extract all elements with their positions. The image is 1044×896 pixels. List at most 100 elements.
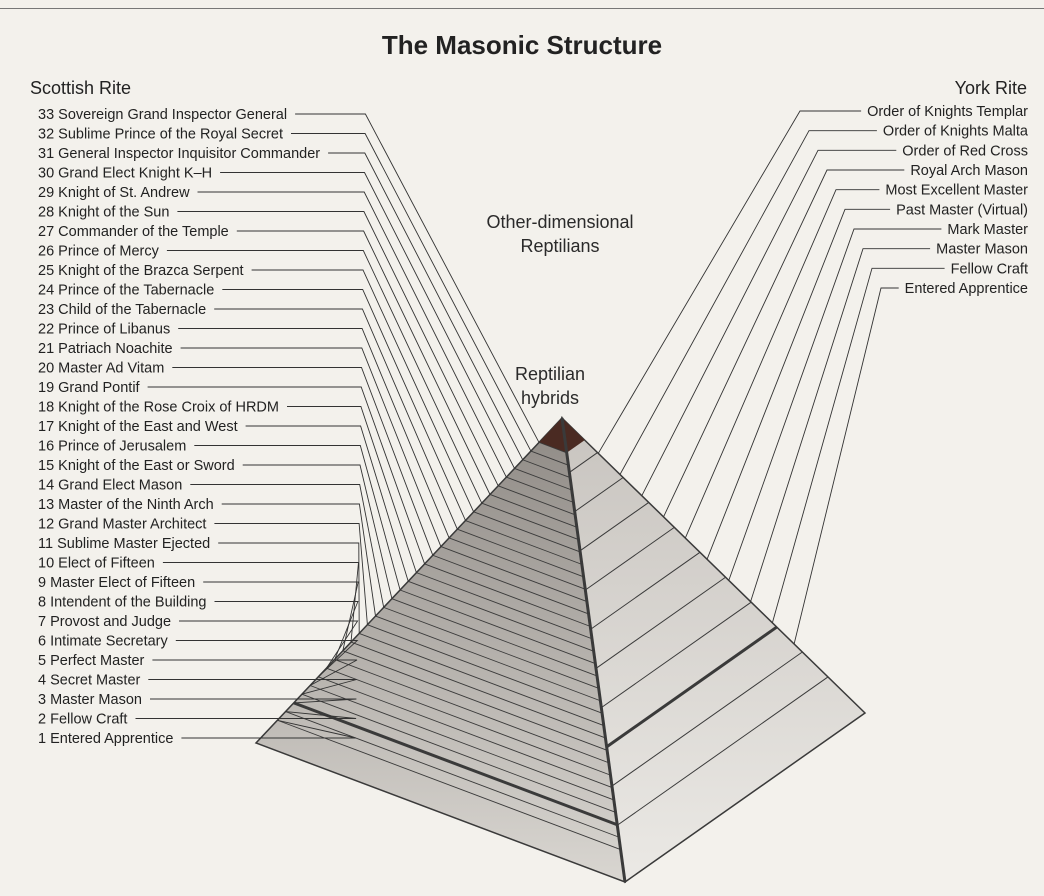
other-dimensional-line-1: Other-dimensional (486, 212, 634, 232)
top-rule (0, 8, 1044, 9)
scottish-leader-line (172, 367, 434, 556)
scottish-degree-label: 9 Master Elect of Fifteen (38, 575, 195, 591)
scottish-band-line (399, 589, 596, 664)
scottish-rite-heading: Scottish Rite (30, 78, 132, 98)
scottish-band-line (367, 624, 603, 714)
scottish-degree-label: 2 Fellow Craft (38, 712, 127, 728)
scottish-leader-line (221, 503, 376, 617)
scottish-band-line (301, 693, 616, 813)
pyramid-front-edge (560, 417, 627, 883)
scottish-leader-line (197, 191, 507, 478)
scottish-leader-line (218, 542, 360, 634)
scottish-band-line (350, 641, 606, 739)
york-degree-label: Royal Arch Mason (910, 163, 1028, 179)
scottish-degree-label: 32 Sublime Prince of the Royal Secret (38, 127, 283, 143)
scottish-leader-line (178, 328, 450, 539)
scottish-band-line (293, 701, 618, 827)
scottish-leader-line (291, 133, 532, 452)
scottish-band-line (432, 554, 589, 615)
pyramid-left-face (254, 416, 626, 884)
scottish-degree-label: 6 Intimate Secretary (38, 634, 168, 650)
scottish-leader-line (150, 698, 357, 704)
scottish-band-line (359, 632, 604, 726)
scottish-band-line (506, 476, 574, 503)
scottish-leader-line (179, 620, 359, 669)
scottish-leader-line (177, 211, 499, 486)
scottish-degree-label: 12 Grand Master Architect (38, 517, 206, 533)
scottish-leader-line (190, 484, 385, 608)
scottish-degree-label: 23 Child of the Tabernacle (38, 302, 206, 318)
york-band-line (611, 651, 803, 787)
scottish-leader-line (147, 386, 426, 565)
scottish-band-line (498, 485, 576, 516)
york-leader-line (793, 287, 899, 645)
york-band-line (605, 625, 778, 749)
scottish-degree-label: 1 Entered Apprentice (38, 731, 173, 747)
scottish-leader-line (328, 152, 524, 460)
other-dimensional-label: Other-dimensional Reptilians (455, 210, 665, 258)
scottish-degree-label: 13 Master of the Ninth Arch (38, 497, 214, 513)
york-leader-line (750, 248, 931, 602)
york-degree-label: Order of Knights Templar (867, 104, 1028, 120)
york-leader-line (771, 267, 945, 623)
scottish-degree-label: 25 Knight of the Brazca Serpent (38, 263, 244, 279)
york-degree-label: Master Mason (936, 242, 1028, 258)
york-band-line (595, 576, 726, 669)
york-degree-label: Fellow Craft (951, 261, 1028, 277)
scottish-leader-line (166, 250, 483, 504)
scottish-band-line (334, 659, 609, 764)
scottish-band-line (408, 580, 594, 652)
york-band-line (601, 601, 752, 709)
york-leader-line (641, 149, 897, 496)
york-band-line (579, 502, 650, 552)
scottish-degree-label: 27 Commander of the Temple (38, 224, 229, 240)
york-degree-label: Order of Red Cross (902, 143, 1028, 159)
scottish-degree-label: 29 Knight of St. Andrew (38, 185, 190, 201)
scottish-leader-line (236, 230, 491, 495)
york-band-line (585, 526, 675, 591)
scottish-degree-label: 15 Knight of the East or Sword (38, 458, 235, 474)
scottish-degree-label: 24 Prince of the Tabernacle (38, 283, 214, 299)
scottish-leader-line (222, 289, 466, 521)
scottish-band-line (326, 667, 611, 776)
scottish-leader-line (194, 445, 401, 591)
hybrids-line-2: hybrids (520, 388, 580, 408)
other-dimensional-line-2: Reptilians (520, 236, 600, 256)
scottish-leader-line (220, 172, 515, 469)
scottish-band-line (383, 606, 599, 689)
scottish-band-line (448, 537, 586, 590)
page-title: The Masonic Structure (381, 30, 663, 60)
scottish-band-line (424, 563, 591, 627)
scottish-degree-label: 28 Knight of the Sun (38, 205, 169, 221)
scottish-degree-label: 5 Perfect Master (38, 653, 145, 669)
york-leader-line (619, 130, 877, 475)
scottish-degree-label: 16 Prince of Jerusalem (38, 439, 186, 455)
scottish-leader-line (180, 347, 442, 547)
scottish-band-line (522, 459, 571, 479)
scottish-degree-label: 10 Elect of Fifteen (38, 556, 155, 572)
york-leader-line (597, 110, 862, 454)
scottish-leader-line (152, 659, 358, 686)
york-band-line (617, 676, 829, 826)
scottish-band-line (465, 520, 583, 565)
scottish-degree-label: 11 Sublime Master Ejected (38, 536, 210, 552)
scottish-band-line (514, 468, 572, 491)
scottish-band-line (342, 650, 608, 751)
scottish-degree-label: 4 Secret Master (38, 673, 141, 689)
york-degree-label: Order of Knights Malta (883, 124, 1029, 140)
scottish-band-line (440, 546, 588, 602)
scottish-degree-label: 14 Grand Elect Mason (38, 478, 182, 494)
hybrids-line-1: Reptilian (514, 364, 586, 384)
scottish-leader-line (175, 640, 359, 678)
reptilian-hybrids-label: Reptilian hybrids (470, 362, 630, 410)
scottish-degree-label: 21 Patriach Noachite (38, 341, 173, 357)
scottish-degree-label: 3 Master Mason (38, 692, 142, 708)
scottish-band-line (538, 441, 567, 454)
scottish-degree-label: 26 Prince of Mercy (38, 244, 160, 260)
scottish-band-line (309, 685, 615, 801)
york-leader-line (706, 208, 891, 560)
scottish-degree-label: 17 Knight of the East and West (38, 419, 238, 435)
scottish-band-line (530, 450, 569, 466)
york-leader-line (684, 189, 880, 539)
